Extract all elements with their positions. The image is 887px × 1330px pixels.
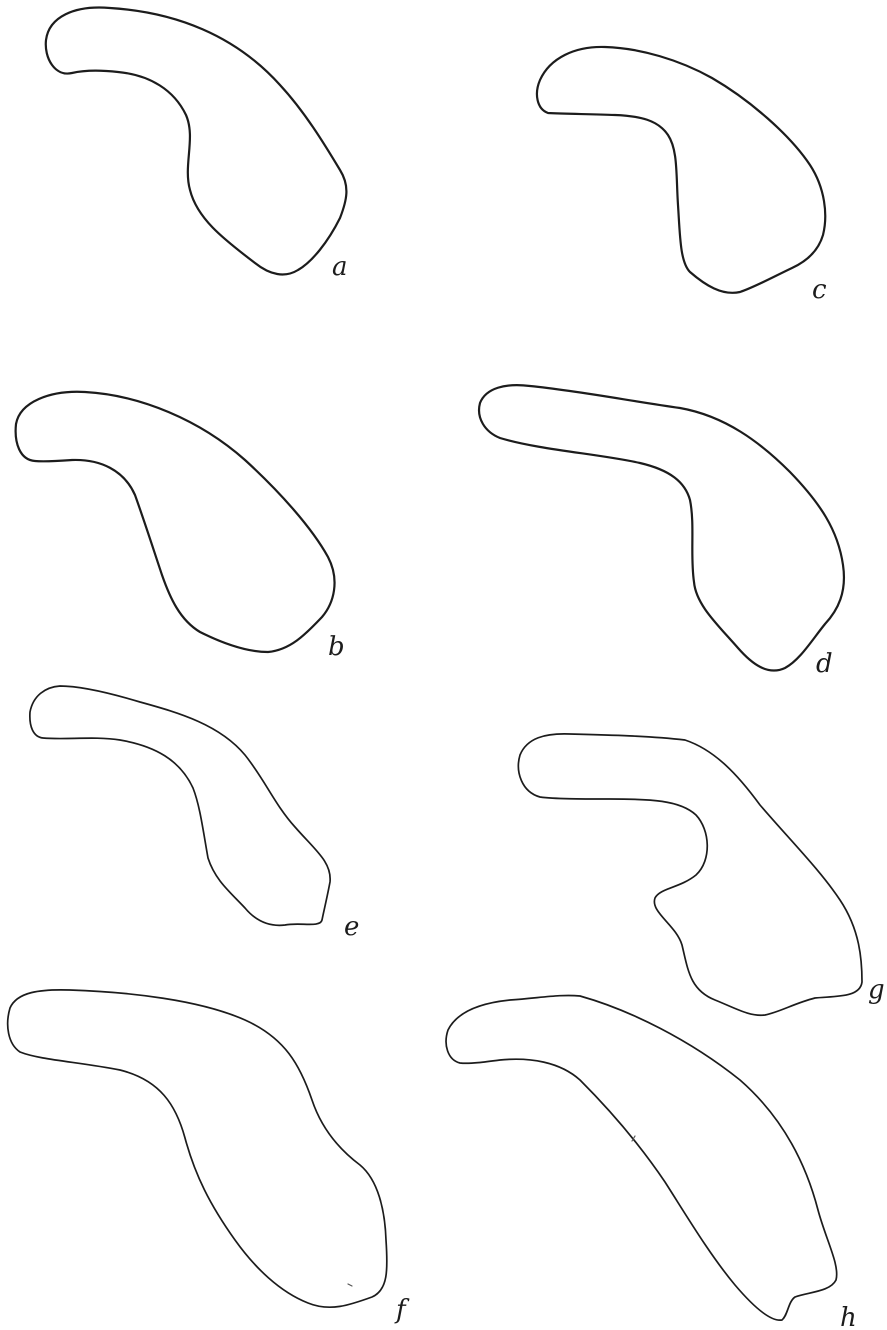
figure-g: g (518, 734, 884, 1015)
figure-a-outline (46, 8, 347, 275)
figure-b: b (16, 392, 345, 662)
figure-d-outline (479, 385, 844, 670)
figure-c: c (537, 47, 827, 305)
figure-g-outline (518, 734, 862, 1015)
figure-b-outline (16, 392, 335, 652)
figure-f: f (8, 990, 410, 1325)
figure-c-outline (537, 47, 825, 293)
figure-f-mark (348, 1284, 352, 1286)
figure-h: h (446, 995, 857, 1330)
figure-d-label: d (816, 649, 833, 679)
figure-e: e (30, 686, 360, 942)
figure-f-label: f (394, 1295, 410, 1325)
figure-d: d (479, 385, 844, 679)
figure-h-label: h (840, 1303, 857, 1330)
figure-h-outline (446, 995, 837, 1320)
figure-e-label: e (344, 912, 359, 942)
figure-a: a (46, 8, 348, 282)
figure-b-label: b (328, 632, 345, 662)
figure-f-outline (8, 990, 387, 1307)
figure-c-label: c (812, 275, 827, 305)
figure-e-outline (30, 686, 330, 925)
figure-a-label: a (332, 252, 348, 282)
figure-g-label: g (868, 975, 885, 1005)
